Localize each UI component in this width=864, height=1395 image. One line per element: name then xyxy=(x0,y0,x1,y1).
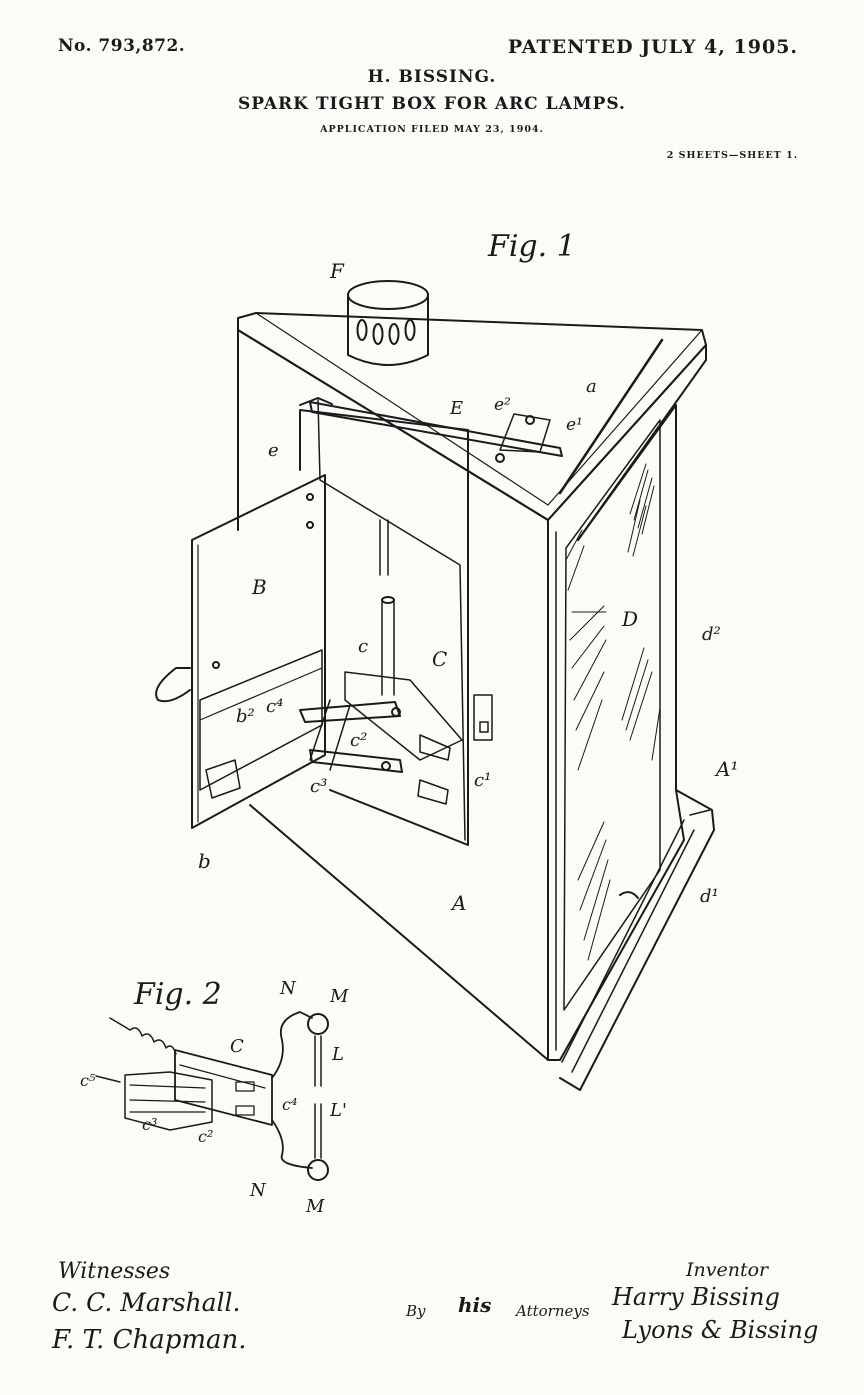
inventor-signature: Harry Bissing xyxy=(612,1283,780,1311)
figure-1 xyxy=(155,280,715,1091)
patent-title: SPARK TIGHT BOX FOR ARC LAMPS. xyxy=(238,94,626,114)
label-c3: c³ xyxy=(310,776,327,797)
label-b2: b² xyxy=(236,706,255,727)
his-label: his xyxy=(458,1293,492,1317)
witness-signature-1: C. C. Marshall. xyxy=(52,1288,241,1317)
label-D: D xyxy=(621,607,638,631)
label-d2: d² xyxy=(702,624,721,645)
inventor-name: H. BISSING. xyxy=(367,67,497,87)
attorneys-label: Attorneys xyxy=(516,1302,590,1320)
fig2-label-M-top: M xyxy=(329,986,349,1007)
fig2-label-L: L xyxy=(331,1044,344,1065)
fig2-label-C: C xyxy=(230,1036,244,1057)
patented-date: PATENTED JULY 4, 1905. xyxy=(507,36,798,58)
sheet-count: 2 SHEETS—SHEET 1. xyxy=(666,150,798,161)
label-b: b xyxy=(198,849,211,873)
label-c2: c² xyxy=(350,730,367,751)
attorneys-signature: Lyons & Bissing xyxy=(622,1316,819,1344)
label-A: A xyxy=(450,891,466,915)
fig2-label-c5: c⁵ xyxy=(80,1071,96,1090)
label-E: E xyxy=(449,398,463,419)
label-e: e xyxy=(268,440,279,461)
label-A1: A¹ xyxy=(714,757,738,781)
fig2-label-M-bottom: M xyxy=(305,1196,325,1217)
fig1-caption: Fig. 1 xyxy=(487,229,576,264)
patent-number: No. 793,872. xyxy=(58,36,186,56)
label-a: a xyxy=(586,376,597,397)
label-F: F xyxy=(329,259,345,283)
figure-2 xyxy=(95,1011,329,1181)
witness-signature-2: F. T. Chapman. xyxy=(52,1325,247,1355)
label-C: C xyxy=(432,647,447,671)
label-d1: d¹ xyxy=(700,886,719,907)
fig2-label-c3: c³ xyxy=(142,1115,157,1134)
label-c: c xyxy=(358,636,368,657)
fig2-label-c4: c⁴ xyxy=(282,1095,297,1114)
witnesses-heading: Witnesses xyxy=(58,1259,171,1284)
fig2-label-N-bottom: N xyxy=(249,1180,267,1201)
glass-hatching xyxy=(565,463,661,961)
label-e1: e¹ xyxy=(566,415,583,435)
by-label: By xyxy=(406,1302,426,1320)
label-c4: c⁴ xyxy=(266,696,283,717)
fig2-label-N-top: N xyxy=(279,978,297,999)
inventor-heading: Inventor xyxy=(686,1259,769,1281)
fig2-label-L-prime: L' xyxy=(329,1100,347,1121)
application-filed: APPLICATION FILED MAY 23, 1904. xyxy=(320,124,544,135)
label-e2: e² xyxy=(494,395,511,415)
label-B: B xyxy=(251,575,267,599)
label-c1: c¹ xyxy=(474,770,491,791)
fig2-caption: Fig. 2 xyxy=(133,977,222,1012)
fig2-label-c2: c² xyxy=(198,1127,213,1146)
